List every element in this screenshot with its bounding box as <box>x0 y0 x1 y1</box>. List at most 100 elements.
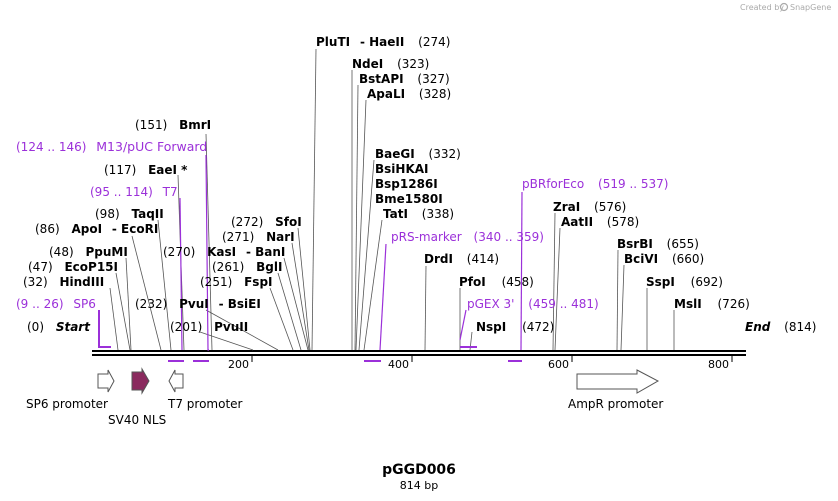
end-label: End (814) <box>745 320 816 334</box>
plasmid-title: pGGD006 <box>382 462 456 478</box>
pointer-ppumi <box>125 257 132 351</box>
end-pos: (814) <box>784 320 816 334</box>
site-pvui-pos: (232) <box>135 297 167 311</box>
primer-prs-label: pRS-marker (340 .. 359) <box>391 230 544 244</box>
primer-t7-range: (95 .. 114) <box>90 185 153 199</box>
pointer-pvuii <box>199 331 254 351</box>
plasmid-length: 814 bp <box>400 479 438 492</box>
site-ecop15i-pos: (47) <box>28 260 53 274</box>
pointer-drdi <box>424 265 427 351</box>
site-ppumi-pos: (48) <box>49 245 74 259</box>
site-nspi-pos: (472) <box>522 320 554 334</box>
site-pvuii-label: (201) PvuII <box>170 320 248 334</box>
site-sspi-label: SspI (692) <box>646 275 723 289</box>
site-bmri-label: (151) BmrI <box>135 118 211 132</box>
site-bmri-name: BmrI <box>179 118 211 132</box>
primer-pbrforeco-name: pBRforEco <box>522 177 584 191</box>
site-ndei-name: NdeI <box>352 57 383 71</box>
snapgene-credit: Created by SnapGene <box>740 2 831 12</box>
site-baegi-label: BaeGI (332) <box>375 147 461 161</box>
site-sfoi-name: SfoI <box>275 215 302 229</box>
site-ecop15i-name: EcoP15I <box>64 260 118 274</box>
site-bani-name: - BanI <box>246 245 285 259</box>
site-fspi-name: FspI <box>244 275 272 289</box>
primer-sp6-label: (9 .. 26) SP6 <box>16 297 96 311</box>
sp6-promoter-label: SP6 promoter <box>26 397 108 411</box>
feature-ampr-promoter[interactable]: AmpR promoter <box>568 369 663 411</box>
site-drdi-pos: (414) <box>467 252 499 266</box>
site-pluti-pos: (274) <box>418 35 450 49</box>
tick-label-800: 800 <box>708 358 729 371</box>
tick-label-400: 400 <box>388 358 409 371</box>
sv40-nls-label: SV40 NLS <box>108 413 166 427</box>
site-pvui-label: (232) PvuI - BsiEI <box>135 297 261 311</box>
pointer-kasi <box>283 257 309 351</box>
primer-marks <box>98 154 523 362</box>
site-hindiii-pos: (32) <box>23 275 48 289</box>
pointer-pluti <box>311 48 317 351</box>
t7-promoter-arrow-icon <box>168 369 184 393</box>
site-nspi-name: NspI <box>476 320 506 334</box>
site-apali-name: ApaLI <box>367 87 405 101</box>
primer-prs-range: (340 .. 359) <box>474 230 544 244</box>
site-pointer-lines <box>109 48 675 351</box>
site-ecori-name: - EcoRI <box>112 222 158 236</box>
primer-pbrforeco-label: pBRforEco (519 .. 537) <box>522 177 668 191</box>
tick-label-200: 200 <box>228 358 249 371</box>
site-apoi-name: ApoI <box>71 222 102 236</box>
pointer-pvui <box>205 309 279 351</box>
site-nari-label: (271) NarI <box>222 230 295 244</box>
pointer-bmri <box>205 133 213 351</box>
pointer-sfoi <box>297 227 311 351</box>
feature-sv40-nls[interactable]: SV40 NLS <box>108 367 166 427</box>
site-msli-label: MslI (726) <box>674 297 750 311</box>
primer-pointer-pgex <box>459 309 467 341</box>
primer-m13-name: M13/pUC Forward <box>96 139 207 154</box>
feature-sp6-promoter[interactable]: SP6 promoter <box>26 369 115 411</box>
site-bcivi-name: BciVI <box>624 252 658 266</box>
primer-pbrforeco-range: (519 .. 537) <box>598 177 668 191</box>
site-bme1580i-name: Bme1580I <box>375 192 443 206</box>
site-msli-name: MslI <box>674 297 702 311</box>
ampr-promoter-arrow-icon <box>576 369 660 394</box>
site-bgli-pos: (261) <box>212 260 244 274</box>
site-ecop15i-label: (47) EcoP15I <box>28 260 118 274</box>
site-kasi-name: KasI <box>207 245 236 259</box>
tick-label-600: 600 <box>548 358 569 371</box>
site-bgli-name: BglI <box>256 260 282 274</box>
site-fspi-pos: (251) <box>200 275 232 289</box>
site-tati-name: TatI <box>383 207 408 221</box>
site-ndei-pos: (323) <box>397 57 429 71</box>
primer-t7-label: (95 .. 114) T7 <box>90 185 178 199</box>
primer-bar-sp6 <box>98 310 111 348</box>
site-sfoi-label: (272) SfoI <box>231 215 302 229</box>
site-bstapi-label: BstAPI (327) <box>359 72 450 86</box>
site-eaei-pos: (117) <box>104 163 136 177</box>
site-bsiei-name: - BsiEI <box>219 297 261 311</box>
site-bstapi-name: BstAPI <box>359 72 404 86</box>
sv40-nls-arrow-icon <box>131 367 150 395</box>
primer-pgex-label: pGEX 3' (459 .. 481) <box>467 297 599 311</box>
site-sspi-name: SspI <box>646 275 675 289</box>
pointer-bgli <box>277 272 302 351</box>
site-pvuii-pos: (201) <box>170 320 202 334</box>
site-pfoi-label: PfoI (458) <box>459 275 534 289</box>
snapgene-logo-icon <box>779 2 789 12</box>
site-bsihkai-name: BsiHKAI <box>375 162 429 176</box>
site-ppumi-label: (48) PpuMI <box>49 245 128 259</box>
site-bsrbi-label: BsrBI (655) <box>617 237 699 251</box>
ruler: 200 400 600 800 <box>228 356 733 371</box>
site-msli-pos: (726) <box>718 297 750 311</box>
site-zrai-pos: (576) <box>594 200 626 214</box>
feature-t7-promoter[interactable]: T7 promoter <box>167 369 243 411</box>
site-bsrbi-pos: (655) <box>667 237 699 251</box>
site-eaei-name: EaeI * <box>148 163 188 177</box>
site-nari-pos: (271) <box>222 230 254 244</box>
site-pluti-label: PluTI - HaeII (274) <box>316 35 450 49</box>
primer-m13-pos: (124 .. 146) M13/pUC Forward <box>16 139 207 154</box>
pointer-apoi <box>131 235 162 351</box>
site-baegi-name: BaeGI <box>375 147 415 161</box>
primer-sp6-range: (9 .. 26) <box>16 297 64 311</box>
pointer-bsrbi <box>616 249 619 351</box>
pointer-fspi <box>269 287 294 351</box>
